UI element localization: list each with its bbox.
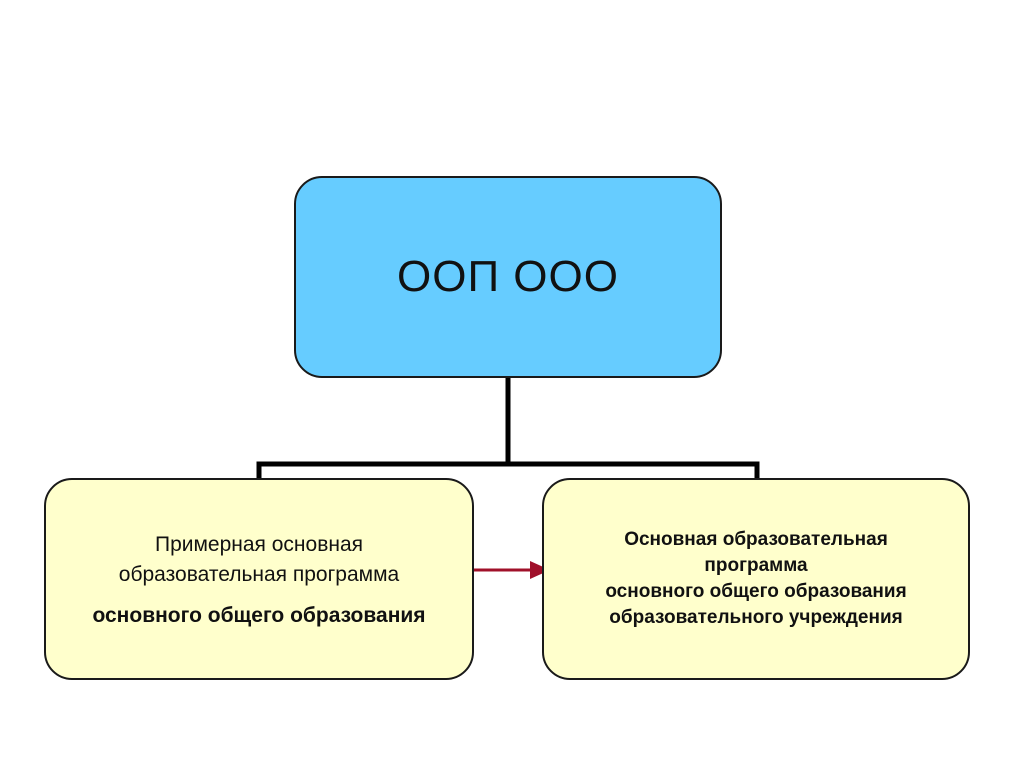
left-node-line-2: образовательная программа (118, 563, 400, 586)
left-node-line-1: Примерная основная (154, 533, 364, 556)
arrow-left-to-right (474, 561, 550, 579)
right-node-line-2: программа (704, 555, 808, 576)
right-node-school-program: Основная образовательная программа основ… (542, 478, 970, 680)
right-node-line-1: Основная образовательная (624, 529, 888, 550)
left-node-sample-program: Примерная основная образовательная прогр… (44, 478, 474, 680)
top-node-oop-ooo: ООП ООО (294, 176, 722, 378)
top-node-label: ООП ООО (397, 252, 619, 301)
right-node-line-4: образовательного учреждения (609, 607, 903, 628)
left-node-line-3: основного общего образования (92, 604, 426, 627)
right-node-line-3: основного общего образования (605, 581, 907, 602)
arrow-head-icon (530, 561, 550, 579)
